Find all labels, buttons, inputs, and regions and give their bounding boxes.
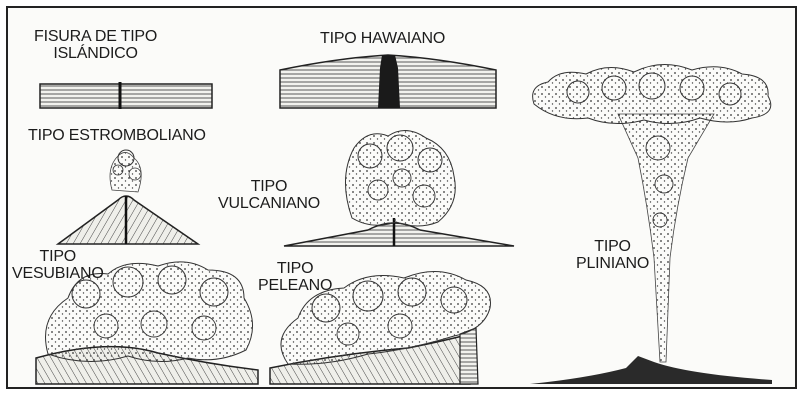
label-vesubiano: TIPO VESUBIANO <box>12 248 104 282</box>
eruption-types-figure: FISURA DE TIPO ISLÁNDICO TIPO HAWAIANO T… <box>6 6 797 389</box>
label-pliniano: TIPO PLINIANO <box>576 238 649 272</box>
pliniano-diagram <box>530 64 772 384</box>
estromboliano-diagram <box>58 150 198 244</box>
label-vulcaniano: TIPO VULCANIANO <box>218 178 320 212</box>
hawaiano-diagram <box>280 55 496 108</box>
eruption-diagrams <box>8 8 797 389</box>
islandico-diagram <box>40 82 212 109</box>
label-hawaiano: TIPO HAWAIANO <box>320 30 445 47</box>
label-estromboliano: TIPO ESTROMBOLIANO <box>28 127 206 144</box>
label-islandico: FISURA DE TIPO ISLÁNDICO <box>34 28 157 62</box>
label-peleano: TIPO PELEANO <box>258 260 332 294</box>
